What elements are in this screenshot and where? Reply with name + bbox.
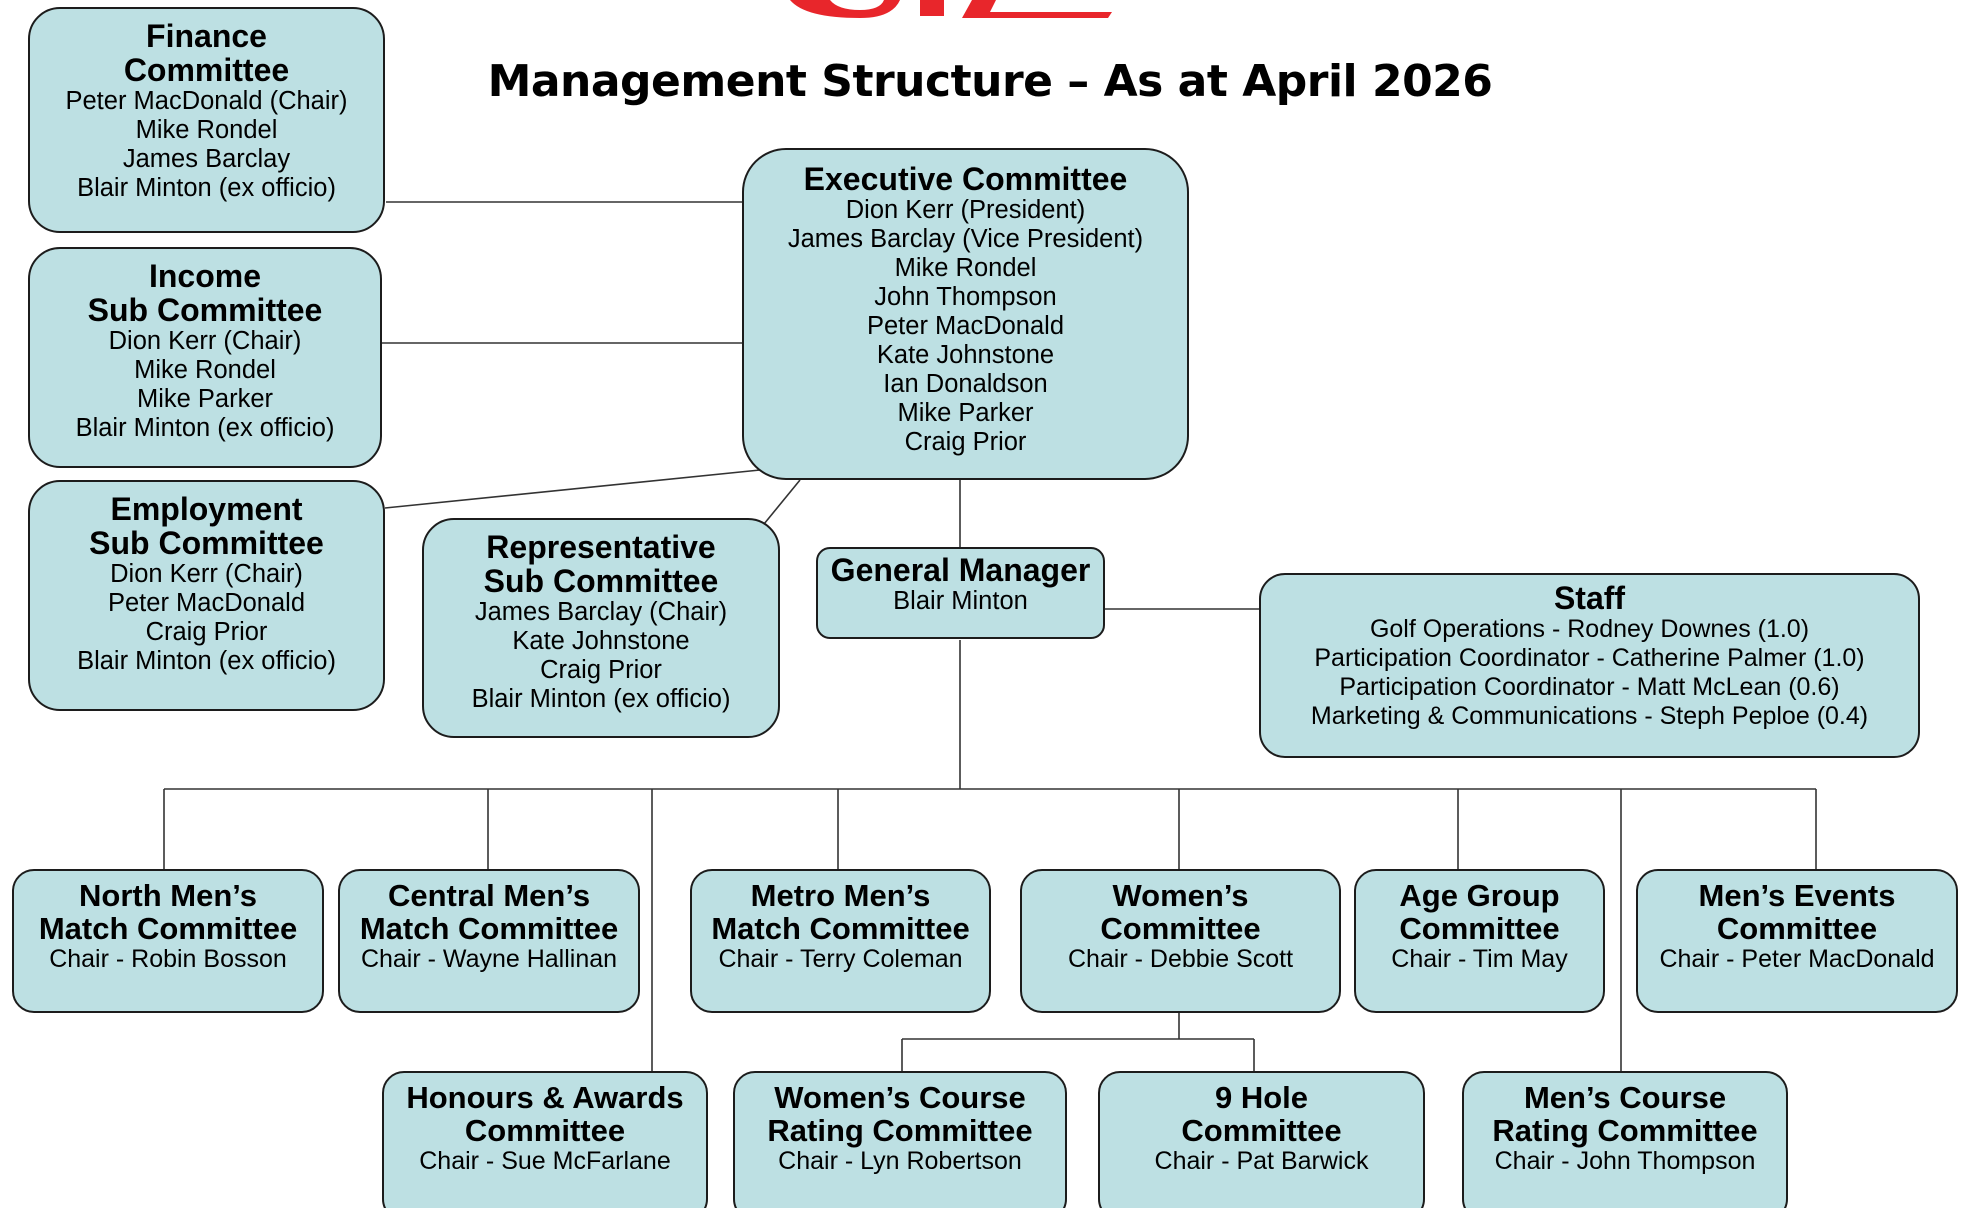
member-name: Dion Kerr (President) <box>845 196 1086 224</box>
member-name: Peter MacDonald (Chair) <box>65 87 348 115</box>
member-name: Blair Minton (ex officio) <box>75 414 335 442</box>
employment-sub-committee-heading: Sub Committee <box>89 525 324 561</box>
income-sub-committee-heading: Income <box>148 258 262 294</box>
member-name: Blair Minton (ex officio) <box>471 685 731 713</box>
committee-heading: Women’s Course <box>774 1080 1026 1115</box>
committee-chair: Chair - John Thompson <box>1494 1147 1756 1175</box>
member-name: Mike Rondel <box>135 116 278 144</box>
representative-sub-committee-heading: Sub Committee <box>483 563 719 599</box>
member-name: Mike Rondel <box>134 356 276 384</box>
member-name: Kate Johnstone <box>876 341 1055 369</box>
committee-chair: Chair - Peter MacDonald <box>1659 945 1935 973</box>
executive-committee-heading: Executive Committee <box>803 161 1128 197</box>
member-name: Craig Prior <box>904 428 1027 456</box>
age-group-committee-box: Age Group Committee Chair - Tim May <box>1354 869 1605 1013</box>
income-sub-committee-heading: Sub Committee <box>87 292 323 328</box>
executive-committee-box: Executive Committee Dion Kerr (President… <box>742 148 1189 480</box>
committee-heading: Committee <box>1100 911 1261 946</box>
member-name: Mike Rondel <box>894 254 1037 282</box>
staff-box: Staff Golf Operations - Rodney Downes (1… <box>1259 573 1920 758</box>
central-mens-match-committee-box: Central Men’s Match Committee Chair - Wa… <box>338 869 640 1013</box>
committee-heading: Women’s <box>1112 878 1249 913</box>
member-name: James Barclay (Chair) <box>474 598 728 626</box>
employment-sub-committee-heading: Employment <box>110 491 303 527</box>
staff-member: Participation Coordinator - Catherine Pa… <box>1314 644 1865 672</box>
representative-sub-committee-box: Representative Sub Committee James Barcl… <box>422 518 780 738</box>
committee-chair: Chair - Lyn Robertson <box>778 1147 1022 1175</box>
committee-chair: Chair - Robin Bosson <box>49 945 287 973</box>
member-name: James Barclay (Vice President) <box>787 225 1144 253</box>
page-title: Management Structure – As at April 2026 <box>487 56 1493 107</box>
committee-heading: Age Group <box>1399 878 1560 913</box>
committee-heading: Rating Committee <box>1492 1113 1758 1148</box>
connector-employment-exec <box>384 469 761 509</box>
committee-chair: Chair - Sue McFarlane <box>419 1147 671 1175</box>
member-name: Blair Minton (ex officio) <box>77 174 336 202</box>
committee-heading: Committee <box>1181 1113 1342 1148</box>
member-name: Mike Parker <box>136 385 274 413</box>
mens-course-rating-committee-box: Men’s Course Rating Committee Chair - Jo… <box>1462 1071 1788 1208</box>
member-name: James Barclay <box>122 145 291 173</box>
general-manager-box: General Manager Blair Minton <box>816 547 1105 639</box>
member-name: Dion Kerr (Chair) <box>110 560 303 588</box>
finance-committee-box: Finance Committee Peter MacDonald (Chair… <box>28 7 385 233</box>
connector-representative-exec <box>763 479 801 525</box>
north-mens-match-committee-box: North Men’s Match Committee Chair - Robi… <box>12 869 324 1013</box>
committee-chair: Chair - Tim May <box>1391 945 1568 973</box>
committee-heading: Match Committee <box>711 911 970 946</box>
general-manager-name: Blair Minton <box>893 587 1028 615</box>
nine-hole-committee-box: 9 Hole Committee Chair - Pat Barwick <box>1098 1071 1425 1208</box>
committee-heading: Committee <box>1716 911 1878 946</box>
committee-heading: Committee <box>1399 911 1560 946</box>
committee-chair: Chair - Wayne Hallinan <box>360 945 618 973</box>
mens-events-committee-box: Men’s Events Committee Chair - Peter Mac… <box>1636 869 1958 1013</box>
member-name: Mike Parker <box>897 399 1034 427</box>
member-name: Craig Prior <box>540 656 662 684</box>
committee-heading: Committee <box>464 1113 626 1148</box>
committee-heading: Honours & Awards <box>406 1080 684 1115</box>
member-name: Craig Prior <box>145 618 268 646</box>
metro-mens-match-committee-box: Metro Men’s Match Committee Chair - Terr… <box>690 869 991 1013</box>
womens-committee-box: Women’s Committee Chair - Debbie Scott <box>1020 869 1341 1013</box>
committee-chair: Chair - Terry Coleman <box>718 945 963 973</box>
general-manager-heading: General Manager <box>830 552 1091 588</box>
staff-member: Participation Coordinator - Matt McLean … <box>1339 673 1840 701</box>
committee-chair: Chair - Debbie Scott <box>1067 945 1294 973</box>
income-sub-committee-box: Income Sub Committee Dion Kerr (Chair) M… <box>28 247 382 468</box>
committee-heading: 9 Hole <box>1214 1080 1309 1115</box>
committee-chair: Chair - Pat Barwick <box>1154 1147 1369 1175</box>
finance-committee-heading: Finance <box>146 18 267 54</box>
committee-heading: North Men’s <box>79 878 257 913</box>
representative-sub-committee-heading: Representative <box>486 529 716 565</box>
member-name: John Thompson <box>874 283 1057 311</box>
employment-sub-committee-box: Employment Sub Committee Dion Kerr (Chai… <box>28 480 385 711</box>
committee-heading: Central Men’s <box>387 878 591 913</box>
committee-heading: Match Committee <box>359 911 619 946</box>
committee-heading: Match Committee <box>38 911 298 946</box>
member-name: Peter MacDonald <box>866 312 1064 340</box>
staff-heading: Staff <box>1553 580 1626 616</box>
logo <box>790 0 1112 18</box>
finance-committee-heading: Committee <box>123 52 290 88</box>
committee-heading: Men’s Events <box>1698 878 1896 913</box>
member-name: Peter MacDonald <box>107 589 305 617</box>
member-name: Blair Minton (ex officio) <box>77 647 336 675</box>
honours-awards-committee-box: Honours & Awards Committee Chair - Sue M… <box>382 1071 708 1208</box>
committee-heading: Rating Committee <box>767 1113 1033 1148</box>
staff-member: Marketing & Communications - Steph Peplo… <box>1310 702 1869 730</box>
womens-course-rating-committee-box: Women’s Course Rating Committee Chair - … <box>733 1071 1067 1208</box>
committee-heading: Metro Men’s <box>750 878 931 913</box>
member-name: Kate Johnstone <box>512 627 690 655</box>
staff-member: Golf Operations - Rodney Downes (1.0) <box>1369 615 1810 643</box>
member-name: Dion Kerr (Chair) <box>108 327 302 355</box>
member-name: Ian Donaldson <box>883 370 1048 398</box>
committee-heading: Men’s Course <box>1523 1080 1727 1115</box>
